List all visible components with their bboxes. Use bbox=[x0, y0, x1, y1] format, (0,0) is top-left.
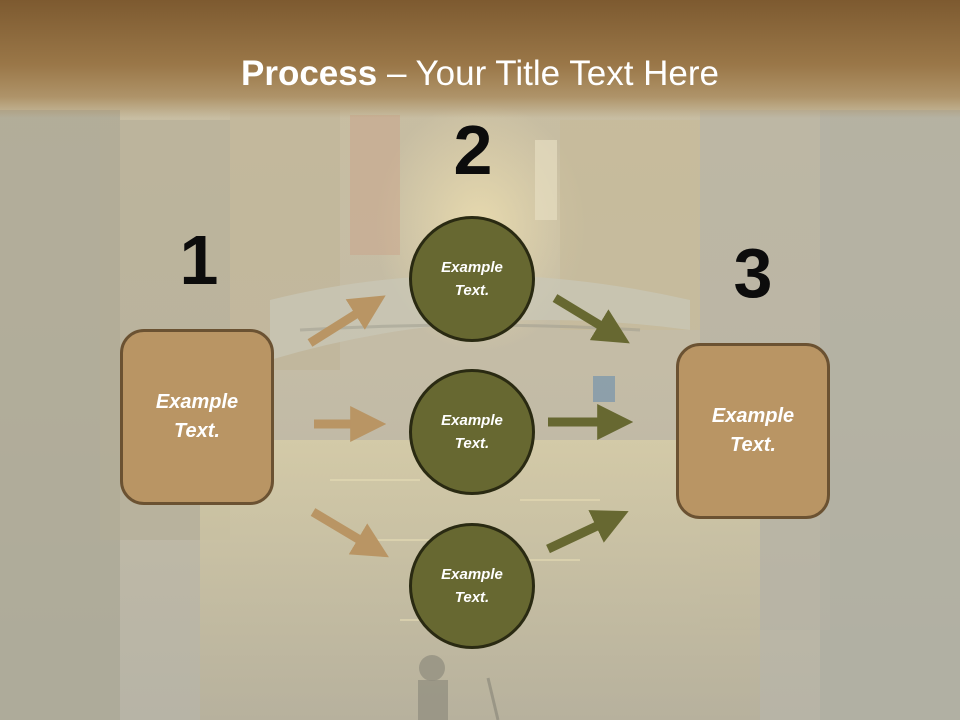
step-1-label: Example Text. bbox=[155, 391, 239, 442]
step-number-3: 3 bbox=[733, 234, 773, 312]
node-bottom-circle[interactable]: Example Text. bbox=[409, 523, 535, 649]
arrow-step1-to-bottom bbox=[310, 508, 389, 558]
arrow-bottom-to-step3 bbox=[546, 510, 629, 554]
title-bold: Process bbox=[241, 54, 378, 93]
node-bottom-label: Example Text. bbox=[441, 566, 503, 606]
step-3-label: Example Text. bbox=[711, 405, 795, 456]
step-number-1: 1 bbox=[179, 221, 219, 299]
node-middle-label: Example Text. bbox=[441, 412, 503, 452]
node-middle-circle[interactable]: Example Text. bbox=[409, 369, 535, 495]
step-3-box[interactable]: Example Text. bbox=[676, 343, 830, 519]
slide-title: Process – Your Title Text Here bbox=[0, 52, 960, 96]
arrow-top-to-step3 bbox=[552, 294, 630, 344]
arrow-step1-to-top bbox=[307, 295, 386, 347]
node-top-label: Example Text. bbox=[441, 259, 503, 299]
step-1-box[interactable]: Example Text. bbox=[120, 329, 274, 505]
title-bar bbox=[0, 0, 960, 118]
node-top-circle[interactable]: Example Text. bbox=[409, 216, 535, 342]
step-number-2: 2 bbox=[453, 111, 493, 189]
title-rest: – Your Title Text Here bbox=[377, 54, 719, 93]
